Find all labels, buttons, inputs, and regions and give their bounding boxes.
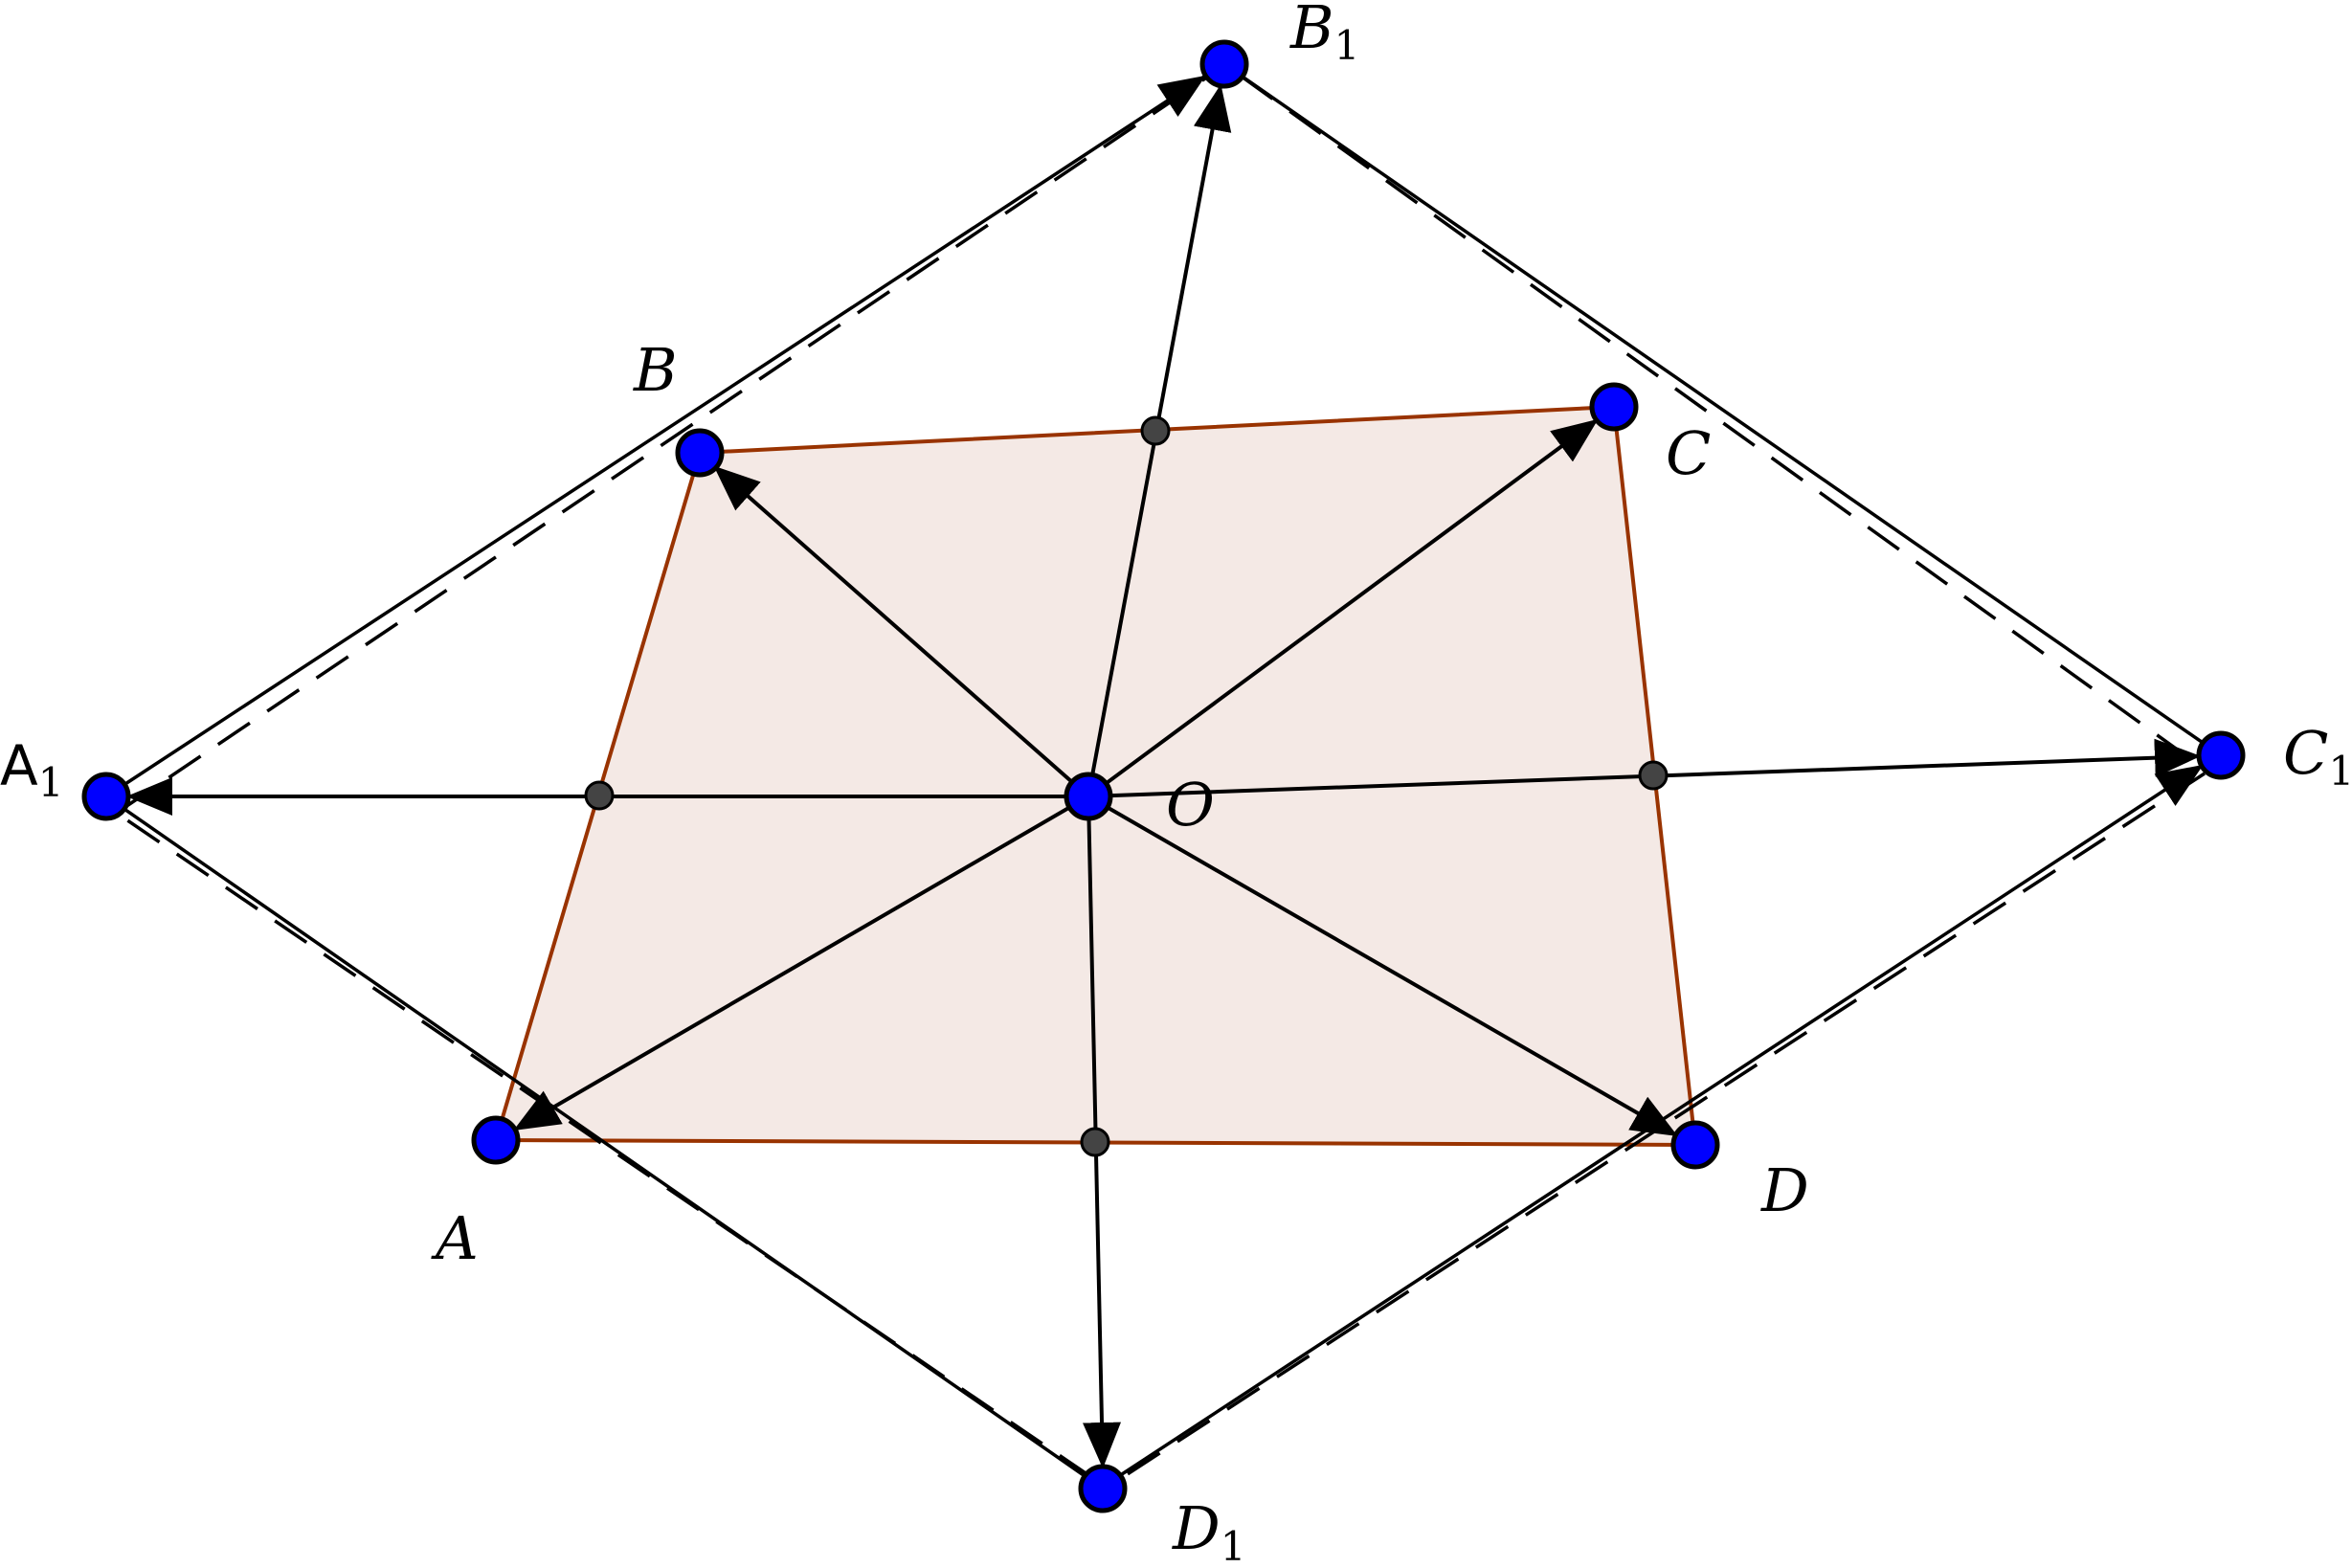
point-c1[interactable]	[2196, 730, 2246, 780]
point-d1[interactable]	[1078, 1464, 1128, 1513]
point-a[interactable]	[471, 1115, 521, 1165]
label-c: C	[1666, 418, 1711, 488]
point-o[interactable]	[1064, 772, 1113, 821]
midpoint-cd[interactable]	[1638, 760, 1669, 791]
points	[81, 39, 2246, 1513]
label-c1: C1	[2283, 718, 2352, 795]
label-d1: D1	[1172, 1493, 1245, 1568]
label-a: A	[431, 1203, 479, 1273]
point-d[interactable]	[1670, 1120, 1720, 1170]
midpoint-da[interactable]	[1080, 1127, 1110, 1157]
point-b1[interactable]	[1199, 39, 1249, 89]
midpoint-bc[interactable]	[1140, 415, 1171, 446]
point-c[interactable]	[1589, 382, 1639, 432]
point-b[interactable]	[675, 428, 725, 478]
point-a1[interactable]	[81, 772, 131, 821]
label-o: O	[1166, 770, 1215, 840]
midpoint-ab[interactable]	[584, 780, 615, 811]
label-d: D	[1760, 1155, 1809, 1225]
label-b: B	[633, 335, 678, 405]
midpoints	[584, 415, 1669, 1157]
label-a1: A1	[0, 733, 63, 806]
label-b1: B1	[1289, 0, 1359, 69]
